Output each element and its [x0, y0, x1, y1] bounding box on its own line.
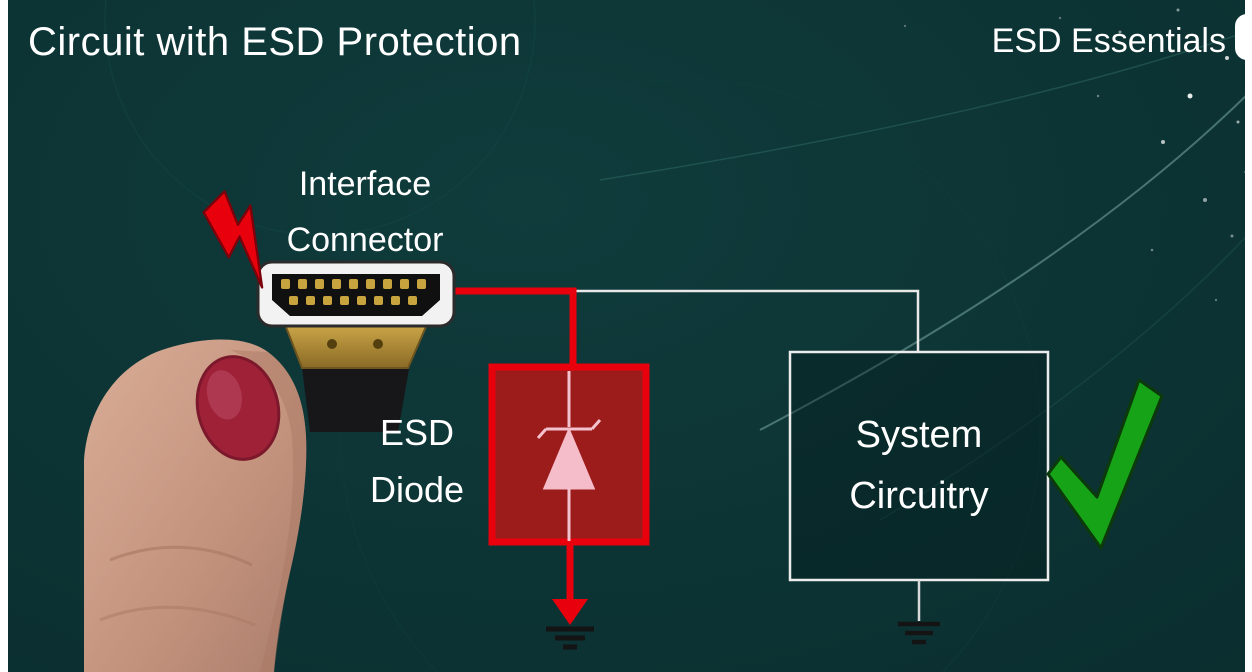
star-dots: [903, 8, 1248, 302]
esd-wire: [452, 287, 577, 370]
esd-diode-label-line1: ESD: [379, 412, 455, 453]
lightning-bolt-icon: [202, 190, 264, 289]
diode-ground-branch: [546, 545, 594, 650]
system-circuitry-box: [788, 350, 1050, 645]
hand-image: [84, 339, 307, 672]
page-title: Circuit with ESD Protection: [28, 20, 522, 64]
esd-diode-label-line2: Diode: [369, 469, 465, 510]
red-fingernail: [195, 355, 281, 461]
interface-connector-label-line1: Interface: [298, 165, 432, 203]
connector-pins: [281, 279, 426, 305]
down-arrow-icon: [552, 599, 588, 625]
left-edge-strip: [0, 0, 8, 672]
ground-symbol-icon: [546, 626, 594, 650]
hdmi-connector-image: [256, 260, 456, 432]
right-edge-strip: [1245, 0, 1252, 672]
system-rect: [788, 350, 1050, 582]
zener-tvs-diode-symbol-icon: [536, 371, 602, 541]
ground-symbol-icon: [898, 621, 940, 645]
system-circuitry-label-line2: Circuitry: [849, 475, 989, 517]
esd-diode-box: [488, 363, 650, 546]
system-wire: [573, 289, 920, 353]
system-circuitry-label: System Circuitry: [790, 352, 1048, 580]
checkmark-icon: [1046, 378, 1164, 550]
interface-connector-label-line2: Connector: [286, 221, 444, 259]
interface-connector-label: Interface Connector: [240, 156, 490, 268]
esd-diode-label: ESD Diode: [348, 404, 486, 518]
brand-title: ESD Essentials: [991, 22, 1226, 60]
system-circuitry-label-line1: System: [855, 414, 983, 456]
